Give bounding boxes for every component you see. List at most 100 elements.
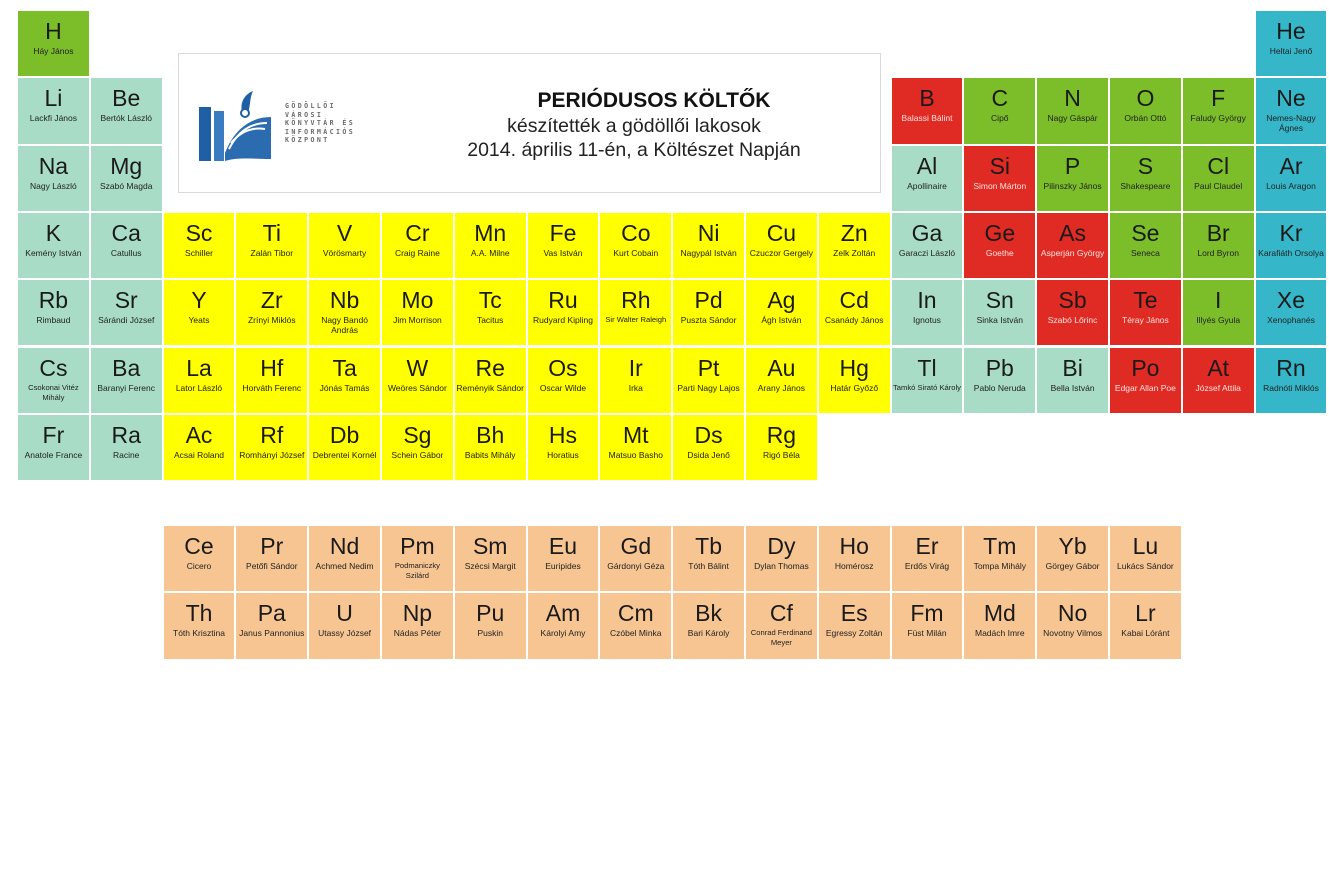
- poet-name: Szécsi Margit: [464, 561, 516, 572]
- element-symbol: Ce: [184, 533, 214, 560]
- poet-name: Novotny Vilmos: [1043, 628, 1103, 639]
- poet-name: Tompa Mihály: [973, 561, 1026, 572]
- poet-name: Czóbel Minka: [610, 628, 662, 639]
- element-symbol: Dy: [767, 533, 796, 560]
- poet-name: Nemes-Nagy Ágnes: [1266, 113, 1316, 134]
- logo-line: GÖDÖLLŐI: [285, 102, 336, 110]
- element-symbol: Fe: [549, 219, 577, 246]
- element-symbol: K: [45, 219, 62, 246]
- poet-name: Czuczor Gergely: [749, 247, 814, 258]
- poet-name: Balassi Bálint: [901, 113, 953, 124]
- element-symbol: Ho: [839, 533, 869, 560]
- library-logo-icon: [199, 91, 271, 161]
- poet-name: Craig Raine: [394, 247, 440, 258]
- poet-name: Jim Morrison: [393, 315, 442, 326]
- element-symbol: At: [1207, 354, 1230, 381]
- element-symbol: Bk: [695, 600, 722, 627]
- poet-name: Janus Pannonius: [239, 628, 305, 639]
- element-symbol: Xe: [1276, 287, 1306, 314]
- element-symbol: Pr: [260, 533, 284, 560]
- element-symbol: Db: [329, 421, 360, 448]
- poet-name: Dsida Jenő: [687, 449, 730, 460]
- poet-name: Euripides: [545, 561, 581, 572]
- element-symbol: Ac: [185, 421, 213, 448]
- poet-name: Utassy József: [318, 628, 372, 639]
- poet-name: Cipő: [991, 113, 1009, 124]
- poet-name: Kurt Cobain: [613, 247, 659, 258]
- poet-name: Tacitus: [476, 315, 504, 326]
- element-symbol: No: [1057, 600, 1088, 627]
- poet-name: Weöres Sándor: [387, 382, 447, 393]
- poet-name: Cicero: [186, 561, 212, 572]
- element-symbol: F: [1211, 85, 1226, 112]
- element-symbol: Pd: [694, 287, 723, 314]
- poet-name: Ignotus: [913, 315, 941, 326]
- element-symbol: Cr: [405, 219, 430, 246]
- poet-name: Xenophanés: [1267, 315, 1315, 326]
- poet-name: Oscar Wilde: [539, 382, 587, 393]
- element-symbol: Cf: [769, 600, 793, 627]
- element-symbol: Rg: [766, 421, 797, 448]
- element-symbol: Ru: [548, 287, 578, 314]
- element-symbol: Es: [840, 600, 868, 627]
- poet-name: Vas István: [543, 247, 583, 258]
- element-symbol: Hg: [839, 354, 869, 381]
- element-symbol: Eu: [548, 533, 578, 560]
- element-symbol: O: [1136, 85, 1155, 112]
- element-symbol: Cl: [1207, 152, 1230, 179]
- element-symbol: Ca: [111, 219, 141, 246]
- poet-name: Rimbaud: [36, 315, 71, 326]
- poet-name: Sir Walter Raleigh: [605, 315, 667, 325]
- poet-name: Karafiáth Orsolya: [1258, 247, 1324, 258]
- element-symbol: Y: [191, 287, 207, 314]
- element-symbol: S: [1137, 152, 1154, 179]
- element-symbol: Na: [38, 152, 69, 179]
- element-symbol: Ge: [984, 219, 1016, 246]
- element-symbol: Cm: [617, 600, 654, 627]
- poet-name: Irka: [628, 382, 643, 393]
- poet-name: Erdős Virág: [904, 561, 950, 572]
- element-symbol: Nb: [329, 287, 360, 314]
- element-symbol: Mo: [401, 287, 434, 314]
- element-symbol: Fr: [42, 421, 65, 448]
- element-symbol: Os: [548, 354, 578, 381]
- element-symbol: Pt: [697, 354, 720, 381]
- element-symbol: Fm: [910, 600, 944, 627]
- element-symbol: Rn: [1276, 354, 1306, 381]
- element-symbol: Re: [475, 354, 505, 381]
